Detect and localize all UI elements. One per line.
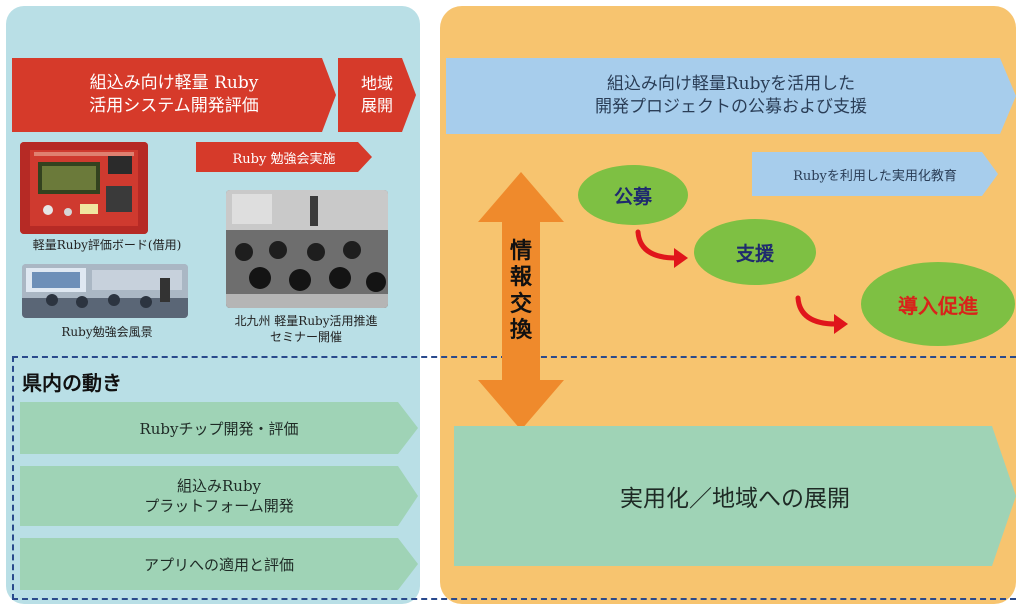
ruby-chip-dev-item: Rubyチップ開発・評価: [20, 402, 418, 454]
prefecture-region-left-border: [12, 356, 14, 600]
practical-deploy-text: 実用化／地域への展開: [620, 486, 850, 512]
embedded-platform-line2: プラットフォーム開発: [144, 497, 294, 515]
study-session-photo: [22, 264, 188, 318]
ruby-dev-eval-line2: 活用システム開発評価: [89, 96, 259, 116]
board-photo-graphic: [20, 142, 148, 234]
project-support-line2: 開発プロジェクトの公募および支援: [595, 97, 867, 117]
step-public-call-text: 公募: [613, 185, 652, 208]
embedded-platform-line1: 組込みRuby: [176, 476, 262, 495]
ruby-study-text: Ruby 勉強会実施: [232, 151, 336, 167]
info-exchange-char-4: 換: [509, 317, 532, 344]
ruby-study-label: Ruby 勉強会実施: [196, 142, 372, 172]
ruby-board-photo: [20, 142, 148, 234]
info-exchange-arrow: [478, 172, 564, 430]
info-exchange-char-2: 報: [509, 264, 532, 291]
prefecture-region-bottom-border: [12, 598, 1016, 600]
ruby-education-text: Rubyを利用した実用化教育: [793, 168, 957, 184]
app-apply-eval-text: アプリへの適用と評価: [143, 555, 294, 574]
step-public-call: 公募: [578, 165, 688, 225]
board-caption: 軽量Ruby評価ボード(借用): [32, 238, 182, 252]
seminar-photo-graphic: [226, 190, 388, 308]
regional-deploy-header: 地域 展開: [338, 58, 416, 132]
regional-deploy-line1: 地域: [360, 74, 393, 94]
info-exchange-char-1: 情: [509, 238, 532, 264]
embedded-platform-item: 組込みRuby プラットフォーム開発: [20, 466, 418, 526]
info-exchange-label: 情 報 交 換: [506, 238, 536, 344]
app-apply-eval-item: アプリへの適用と評価: [20, 538, 418, 590]
step-adoption: 導入促進: [861, 262, 1015, 346]
project-support-banner: 組込み向け軽量Rubyを活用した 開発プロジェクトの公募および支援: [446, 58, 1016, 134]
prefecture-section-title: 県内の動き: [22, 371, 122, 395]
step-support-text: 支援: [735, 242, 774, 265]
study-caption: Ruby勉強会風景: [61, 325, 153, 339]
study-photo-graphic: [22, 264, 188, 318]
seminar-caption: 北九州 軽量Ruby活用推進 セミナー開催: [206, 314, 406, 345]
seminar-caption-line2: セミナー開催: [269, 329, 342, 344]
seminar-photo: [226, 190, 388, 308]
info-exchange-char-3: 交: [509, 290, 532, 317]
step-arrow-2: [795, 295, 848, 334]
ruby-dev-eval-header: 組込み向け軽量 Ruby 活用システム開発評価: [12, 58, 336, 132]
ruby-dev-eval-line1: 組込み向け軽量 Ruby: [89, 73, 259, 94]
step-adoption-text: 導入促進: [898, 293, 978, 318]
step-support: 支援: [694, 219, 816, 285]
ruby-education-box: Rubyを利用した実用化教育: [752, 152, 998, 196]
practical-deploy-arrow: 実用化／地域への展開: [454, 426, 1016, 566]
ruby-chip-dev-text: Rubyチップ開発・評価: [139, 419, 299, 438]
seminar-caption-line1: 北九州 軽量Ruby活用推進: [234, 314, 378, 328]
project-support-line1: 組込み向け軽量Rubyを活用した: [606, 74, 856, 95]
step-arrow-1: [635, 229, 688, 268]
regional-deploy-line2: 展開: [360, 96, 393, 115]
